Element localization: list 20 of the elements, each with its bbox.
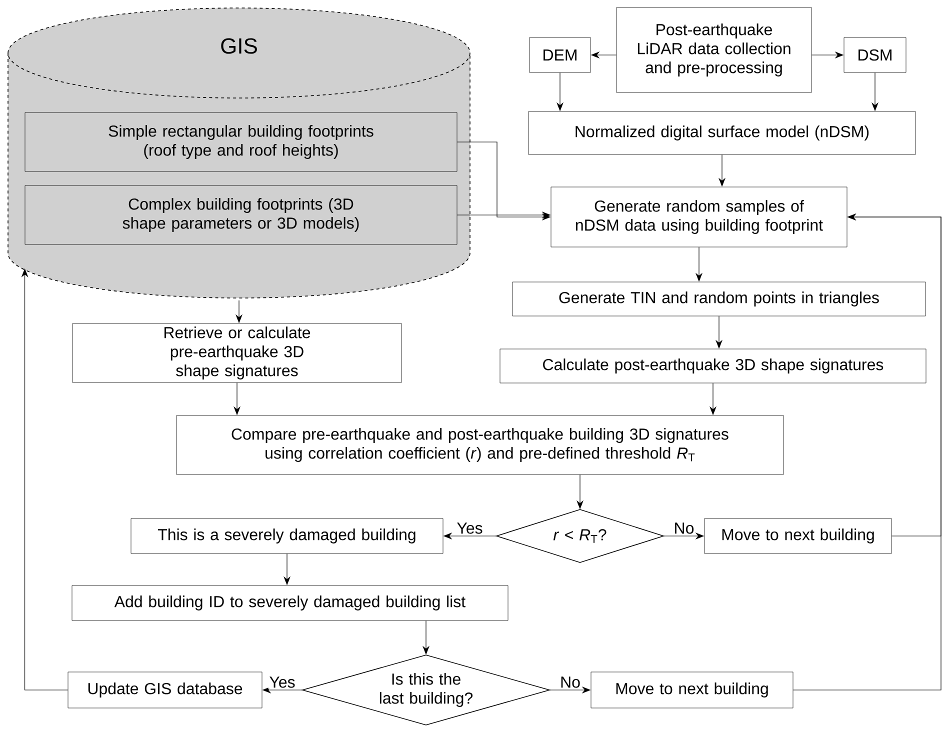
- process-box: Add building ID to severely damaged building list: [72, 585, 508, 621]
- process-box: Simple rectangular building footprints (roof type and roof heights): [24, 112, 458, 172]
- process-box: Generate random samples of nDSM data using building footprint: [550, 186, 848, 248]
- process-box: Complex building footprints (3D shape parameters or 3D models): [24, 185, 458, 245]
- process-box: Move to next building: [590, 672, 794, 708]
- edge-label: No: [672, 522, 696, 535]
- process-box: Calculate post-earthquake 3D shape signatures: [500, 348, 926, 384]
- process-box: Move to next building: [704, 518, 892, 554]
- process-box: Normalized digital surface model (nDSM): [528, 111, 916, 155]
- edge-label: Yes: [268, 676, 296, 689]
- edge-label: No: [559, 676, 582, 689]
- process-box: DEM: [529, 37, 591, 73]
- edge-label: Yes: [456, 522, 484, 535]
- process-box: Generate TIN and random points in triangles: [512, 282, 926, 316]
- process-box: Compare pre-earthquake and post-earthquake building 3D signatures using correlation coefficient (r) and pre-defined threshold R$_{T}$: [176, 415, 784, 475]
- process-box: Post-earthquake LiDAR data collection and pre-processing: [616, 7, 812, 93]
- process-box: Update GIS database: [68, 672, 262, 708]
- process-box: Retrieve or calculate pre-earthquake 3D shape signatures: [72, 323, 402, 383]
- process-box: DSM: [844, 37, 906, 73]
- process-box: This is a severely damaged building: [130, 518, 444, 554]
